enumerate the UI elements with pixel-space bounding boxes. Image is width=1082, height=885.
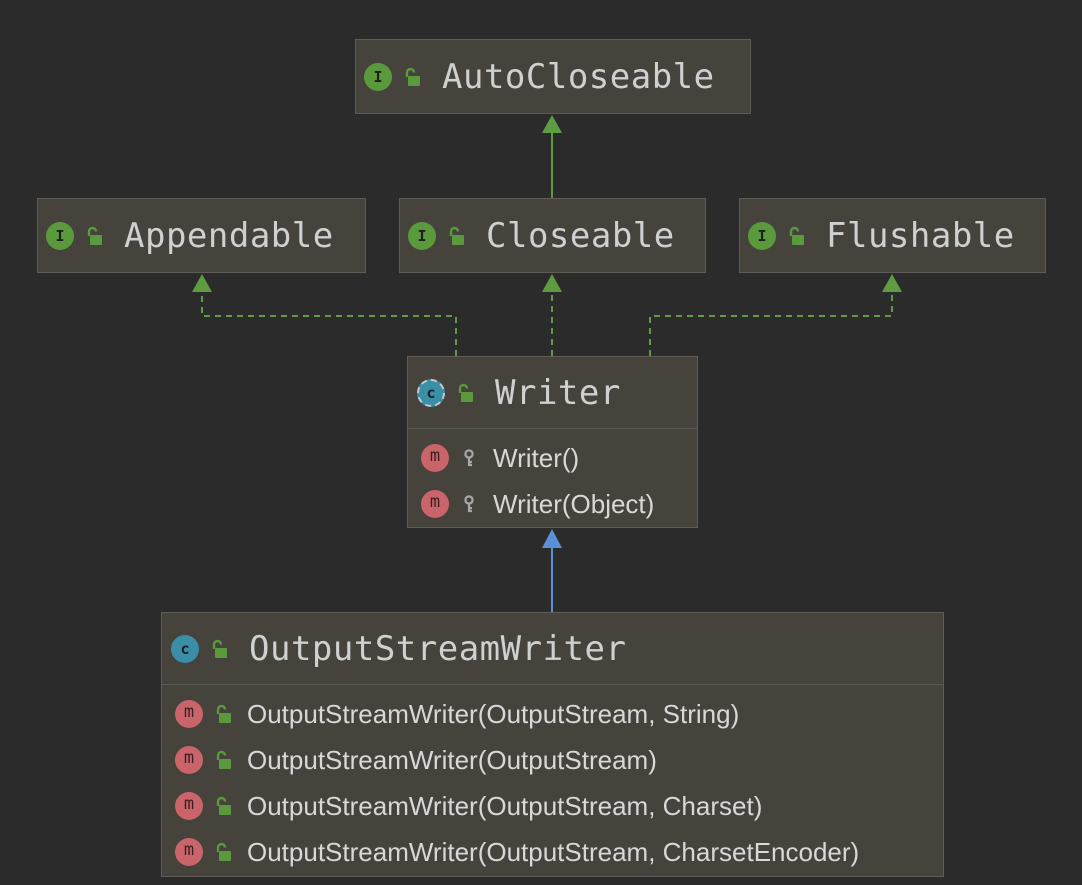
arrowhead-autocloseable	[542, 115, 562, 133]
method-icon: m	[175, 746, 203, 774]
arrowhead-closeable	[542, 274, 562, 292]
member-row[interactable]: m OutputStreamWriter(OutputStream)	[162, 737, 943, 783]
node-header: I Appendable	[38, 199, 365, 272]
node-closeable[interactable]: I Closeable	[399, 198, 706, 273]
node-header: c OutputStreamWriter	[162, 613, 943, 685]
public-lock-icon	[449, 226, 464, 245]
edge-writer-to-flushable	[649, 274, 902, 356]
method-icon: m	[421, 444, 449, 472]
member-row[interactable]: m OutputStreamWriter(OutputStream, Chars…	[162, 829, 943, 875]
edge-writer-to-closeable	[542, 274, 562, 356]
member-list: m OutputStreamWriter(OutputStream, Strin…	[162, 685, 943, 875]
node-outputstreamwriter[interactable]: c OutputStreamWriter m OutputStreamWrite…	[161, 612, 944, 877]
abstract-class-icon: c	[417, 378, 445, 407]
node-autocloseable[interactable]: I AutoCloseable	[355, 39, 751, 114]
member-row[interactable]: m OutputStreamWriter(OutputStream, Chars…	[162, 783, 943, 829]
public-lock-icon	[405, 67, 420, 86]
member-name: OutputStreamWriter(OutputStream, Charset…	[247, 790, 763, 821]
method-icon: m	[175, 700, 203, 728]
member-list: m Writer() m Writer(Object)	[408, 429, 697, 527]
public-lock-icon	[216, 796, 231, 815]
class-icon: c	[171, 634, 199, 663]
node-flushable[interactable]: I Flushable	[739, 198, 1046, 273]
node-title: Writer	[495, 372, 621, 413]
edge-writer-to-appendable	[192, 274, 457, 356]
protected-key-icon	[464, 449, 474, 467]
method-icon: m	[421, 490, 449, 518]
node-writer[interactable]: c Writer m Writer() m Writer(Object)	[407, 356, 698, 528]
member-row[interactable]: m OutputStreamWriter(OutputStream, Strin…	[162, 691, 943, 737]
member-row[interactable]: m Writer(Object)	[408, 481, 697, 527]
node-title: Appendable	[124, 215, 334, 256]
member-name: OutputStreamWriter(OutputStream)	[247, 744, 657, 775]
edge-closeable-to-autocloseable	[542, 115, 562, 198]
node-header: I Flushable	[740, 199, 1045, 272]
node-header: I AutoCloseable	[356, 40, 750, 113]
public-lock-icon	[216, 704, 231, 723]
arrowhead-writer	[542, 529, 562, 548]
member-name: OutputStreamWriter(OutputStream, String)	[247, 698, 740, 729]
public-lock-icon	[789, 226, 804, 245]
public-lock-icon	[216, 842, 231, 861]
interface-icon: I	[408, 221, 436, 250]
interface-icon: I	[364, 62, 392, 91]
arrowhead-appendable	[192, 274, 212, 292]
node-header: c Writer	[408, 357, 697, 429]
node-title: Closeable	[486, 215, 675, 256]
arrowhead-flushable	[882, 274, 902, 292]
node-title: Flushable	[826, 215, 1015, 256]
member-row[interactable]: m Writer()	[408, 435, 697, 481]
protected-key-icon	[464, 495, 474, 513]
member-name: Writer(Object)	[493, 488, 655, 519]
interface-icon: I	[748, 221, 776, 250]
edge-outputstreamwriter-to-writer	[542, 529, 562, 612]
interface-icon: I	[46, 221, 74, 250]
node-title: AutoCloseable	[442, 56, 715, 97]
method-icon: m	[175, 792, 203, 820]
public-lock-icon	[87, 226, 102, 245]
member-name: Writer()	[493, 442, 580, 473]
public-lock-icon	[216, 750, 231, 769]
public-lock-icon	[212, 639, 227, 658]
public-lock-icon	[458, 383, 473, 402]
node-title: OutputStreamWriter	[249, 628, 627, 669]
method-icon: m	[175, 838, 203, 866]
node-header: I Closeable	[400, 199, 705, 272]
member-name: OutputStreamWriter(OutputStream, Charset…	[247, 836, 860, 867]
node-appendable[interactable]: I Appendable	[37, 198, 366, 273]
